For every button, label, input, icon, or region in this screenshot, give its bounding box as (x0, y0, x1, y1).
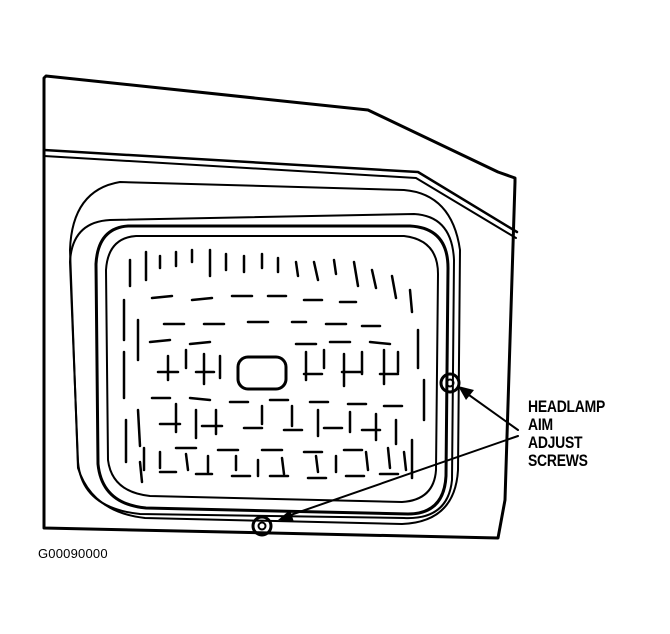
lamp-frame-outer (94, 224, 450, 516)
bezel-outer (69, 181, 461, 525)
callout-line: HEADLAMP (528, 397, 606, 416)
arrowhead-upper (458, 386, 474, 400)
callout-line: AIM (528, 415, 553, 434)
arrow-icon (281, 389, 519, 519)
arrowhead-lower (278, 510, 294, 522)
center-badge (236, 355, 288, 391)
bezel-middle (69, 213, 455, 520)
callout-line: SCREWS (528, 451, 588, 470)
screw-icon (439, 372, 461, 394)
housing-outline (42, 74, 517, 540)
callout-label: HEADLAMP AIM ADJUST SCREWS (528, 398, 635, 470)
figure-id: G00090000 (38, 546, 108, 561)
housing-top-crease-2 (43, 155, 517, 239)
lens-pattern (122, 248, 426, 484)
housing-top-crease-1 (42, 148, 519, 234)
screw-icon (251, 515, 273, 537)
lamp-frame-inner (105, 235, 439, 503)
callout-line: ADJUST (528, 433, 583, 452)
